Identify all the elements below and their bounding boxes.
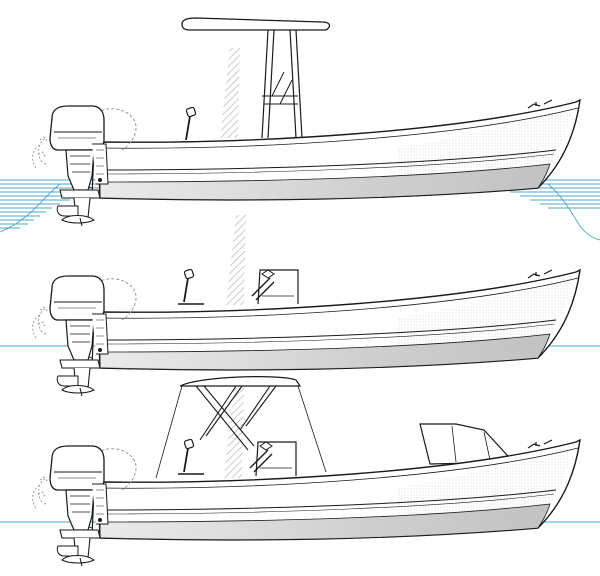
boat-center-console (0, 215, 600, 397)
bimini-top (155, 376, 327, 479)
boat-t-top (0, 17, 600, 241)
t-top-canopy (181, 17, 331, 139)
boat-bimini (0, 376, 600, 567)
